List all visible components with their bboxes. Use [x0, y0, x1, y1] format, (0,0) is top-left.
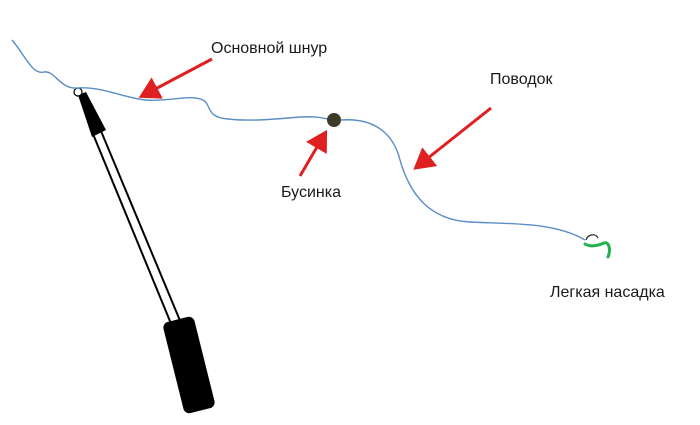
rod-blank-right [100, 130, 182, 324]
label-main-line: Основной шнур [211, 40, 328, 57]
bait-hook [583, 234, 611, 259]
label-bead: Бусинка [281, 184, 341, 201]
main-line [11, 39, 335, 121]
hook-icon [585, 234, 599, 241]
arrow-leader [413, 106, 492, 170]
rod-handle [163, 316, 215, 414]
bait-worm [583, 241, 611, 259]
rod-tip-ring [73, 87, 83, 97]
arrow-main-line [138, 57, 213, 99]
rod-tip [78, 92, 106, 137]
bead [327, 113, 341, 127]
label-leader: Поводок [490, 71, 553, 88]
rod-blank-left [92, 133, 173, 327]
fishing-rod [73, 87, 215, 414]
arrow-bead [298, 129, 328, 177]
leader-line [340, 119, 586, 241]
label-bait: Легкая насадка [550, 284, 665, 301]
